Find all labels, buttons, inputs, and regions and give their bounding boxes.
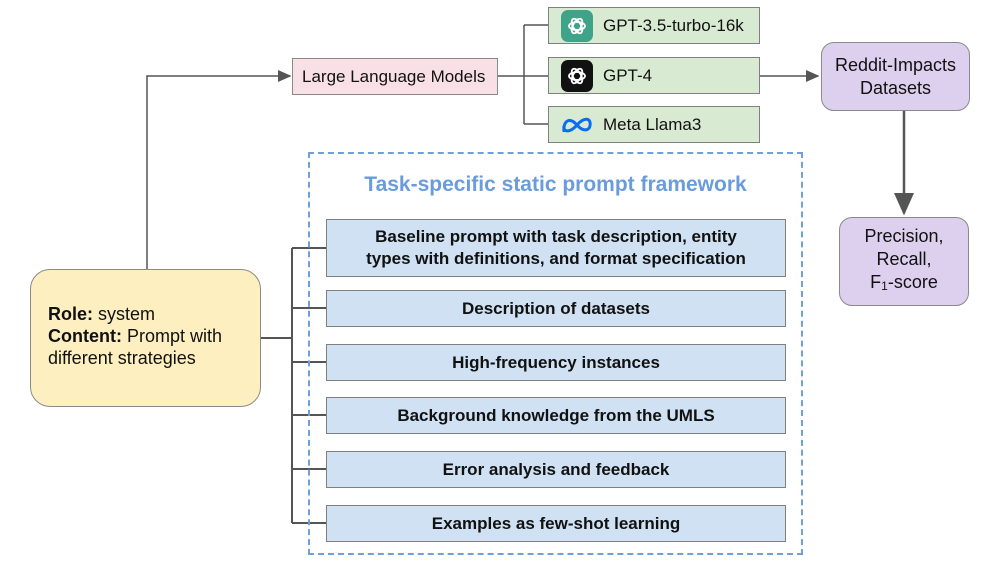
datasets-label-line2: Datasets (859, 77, 932, 98)
framework-title: Task-specific static prompt framework (364, 173, 747, 196)
metric-precision: Precision, (864, 226, 944, 246)
model-gpt35: GPT-3.5-turbo-16k (548, 7, 760, 44)
metric-recall: Recall, (876, 249, 932, 269)
datasets-box: Reddit-Impacts Datasets (821, 42, 970, 111)
step-umls-knowledge: Background knowledge from the UMLS (326, 397, 786, 434)
metric-f1: F1-score (870, 272, 938, 293)
role-line: Role: system (48, 304, 156, 324)
role-box: Role: system Content: Prompt with differ… (30, 269, 261, 407)
model-label: Meta Llama3 (603, 114, 702, 134)
step-error-analysis: Error analysis and feedback (326, 451, 786, 488)
meta-logo-icon (561, 109, 593, 141)
model-label: GPT-4 (603, 65, 653, 85)
llm-box: Large Language Models (292, 58, 498, 95)
step-dataset-description: Description of datasets (326, 290, 786, 327)
content-line: Content: Prompt with (48, 326, 223, 346)
step-baseline-prompt: Baseline prompt with task description, e… (326, 219, 786, 277)
step-few-shot: Examples as few-shot learning (326, 505, 786, 542)
llm-label: Large Language Models (302, 66, 486, 86)
role-to-llm-arrow (146, 70, 292, 269)
content-line-2: different strategies (48, 348, 196, 368)
openai-logo-black-icon (561, 59, 593, 92)
model-label: GPT-3.5-turbo-16k (603, 15, 744, 35)
model-gpt4: GPT-4 (548, 57, 760, 94)
framework-frame (308, 152, 803, 555)
step-high-frequency: High-frequency instances (326, 344, 786, 381)
metrics-box: Precision, Recall, F1-score (839, 217, 969, 306)
model-llama3: Meta Llama3 (548, 106, 760, 143)
datasets-label-line1: Reddit-Impacts (834, 54, 957, 75)
openai-logo-green-icon (561, 9, 593, 42)
